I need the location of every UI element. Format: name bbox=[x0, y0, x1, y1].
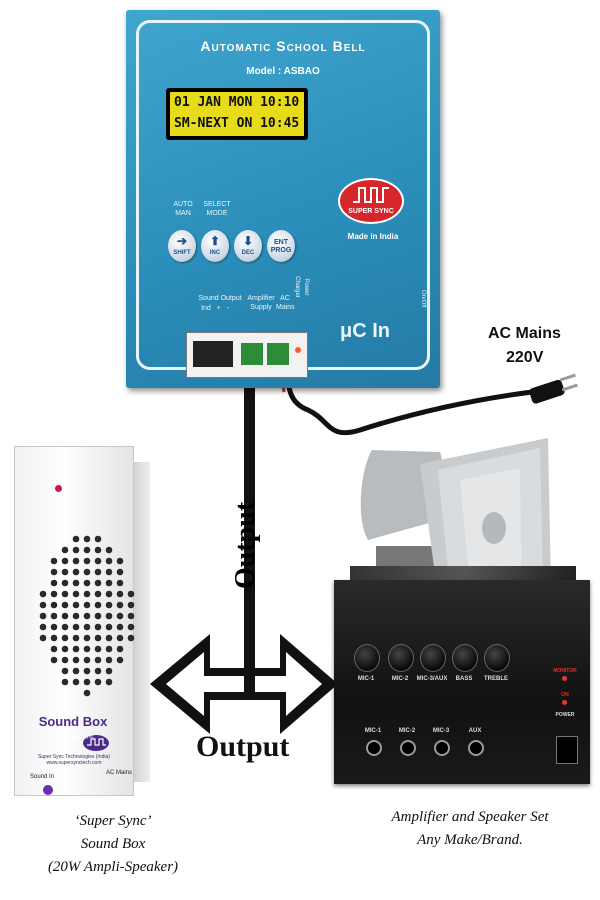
sound-box-logo-text: Super Sync bbox=[68, 734, 94, 740]
output-label-vertical: Output bbox=[230, 501, 261, 589]
monitor-led bbox=[562, 676, 567, 681]
jack-label-mic-1: MIC-1 bbox=[364, 728, 382, 734]
amplifier-supply-label: Amplifier Supply bbox=[247, 295, 275, 311]
jack-label-mic-3: MIC-3 bbox=[432, 728, 450, 734]
sound-in-label: Sound In bbox=[30, 774, 55, 780]
knob-mic-2[interactable] bbox=[388, 644, 414, 672]
brand-mark: μC In bbox=[340, 320, 391, 342]
school-bell-controller: Automatic School Bell Model : ASBAO 01 J… bbox=[126, 10, 440, 388]
on-off-label: On/Off bbox=[420, 290, 426, 308]
arrow-down-icon: ⬇ bbox=[242, 234, 254, 248]
knob-label-mic-1: MIC-1 bbox=[357, 676, 375, 682]
on-led bbox=[562, 700, 567, 705]
ac-mains-line-2: 220V bbox=[506, 349, 544, 366]
amplifier-supply-terminal[interactable] bbox=[241, 343, 263, 365]
sound-box-led bbox=[55, 485, 62, 492]
amplifier-top bbox=[350, 566, 576, 582]
made-in-india: Made in India bbox=[347, 232, 399, 241]
lcd-line-2: SM-NEXT ON 10:45 bbox=[174, 116, 300, 131]
jack-aux[interactable] bbox=[468, 740, 484, 756]
on-label: ON bbox=[561, 692, 569, 698]
select-mode-label: SELECT MODE bbox=[203, 201, 231, 217]
ac-mains-cable bbox=[285, 357, 535, 436]
inc-button[interactable]: ⬆ INC bbox=[201, 230, 229, 262]
ac-mains-port-label: AC Mains bbox=[276, 295, 295, 311]
speaker-grille-icon bbox=[39, 535, 135, 697]
controller-model: Model : ASBAO bbox=[246, 66, 320, 77]
knob-mic-1[interactable] bbox=[354, 644, 380, 672]
knob-treble[interactable] bbox=[484, 644, 510, 672]
power-label: POWER bbox=[555, 712, 575, 718]
lcd-display: 01 JAN MON 10:10 SM-NEXT ON 10:45 bbox=[166, 88, 308, 140]
enter-prog-icon: ENT PROG bbox=[270, 239, 292, 254]
knob-bass[interactable] bbox=[452, 644, 478, 672]
sound-box-side bbox=[132, 462, 150, 782]
ac-mains-line-1: AC Mains bbox=[488, 325, 561, 342]
pulse-logo-icon bbox=[353, 187, 389, 203]
jack-mic-2[interactable] bbox=[400, 740, 416, 756]
sound-output-sub-label: Ind + - bbox=[201, 305, 229, 312]
knob-mic-3-aux[interactable] bbox=[420, 644, 446, 672]
terminal-block bbox=[186, 332, 308, 378]
sound-box-maker: Super Sync Technologies (India) www.supe… bbox=[38, 754, 110, 766]
amplifier-caption: Amplifier and Speaker Set Any Make/Brand… bbox=[391, 809, 549, 848]
output-label-horizontal: Output bbox=[196, 730, 290, 763]
ac-mains-label: AC Mains 220V bbox=[488, 322, 600, 370]
controller-title: Automatic School Bell bbox=[200, 38, 366, 54]
dec-button[interactable]: ⬇ DEC bbox=[234, 230, 262, 262]
knob-label-mic-3-aux: MIC-3/AUX bbox=[416, 676, 448, 682]
amplifier: MIC-1 MIC-2 MIC-3/AUX BASS TREBLE MIC-1 … bbox=[334, 580, 590, 784]
knob-label-treble: TREBLE bbox=[484, 676, 508, 682]
super-sync-logo: SUPER SYNC bbox=[338, 178, 404, 224]
arrow-right-icon: ➔ bbox=[176, 234, 188, 248]
ac-plug-icon bbox=[529, 373, 578, 404]
power-switch[interactable] bbox=[556, 736, 578, 764]
sound-output-label: Sound Output bbox=[198, 295, 242, 302]
ent-prog-button[interactable]: ENT PROG bbox=[267, 230, 295, 262]
arrow-up-icon: ⬆ bbox=[209, 234, 221, 248]
sound-box-logo bbox=[83, 735, 109, 751]
knob-label-mic-2: MIC-2 bbox=[391, 676, 409, 682]
sound-box-ac-mains-label: AC Mains bbox=[105, 770, 132, 776]
jack-mic-3[interactable] bbox=[434, 740, 450, 756]
logo-text: SUPER SYNC bbox=[348, 208, 394, 215]
lcd-line-1: 01 JAN MON 10:10 bbox=[174, 95, 300, 110]
auto-man-label: AUTO MAN bbox=[173, 201, 193, 217]
ac-mains-terminal[interactable] bbox=[267, 343, 289, 365]
sound-box-title: Sound Box bbox=[38, 714, 108, 729]
output-wire-vertical bbox=[244, 360, 255, 680]
shift-button[interactable]: ➔ SHIFT bbox=[168, 230, 196, 262]
power-label: Power Charger bbox=[294, 276, 309, 298]
sound-box bbox=[14, 446, 135, 796]
monitor-label: MONITOR bbox=[553, 668, 577, 674]
sound-in-jack[interactable] bbox=[43, 785, 53, 795]
jack-label-mic-2: MIC-2 bbox=[398, 728, 416, 734]
jack-label-aux: AUX bbox=[468, 728, 482, 734]
sound-box-caption: ‘Super Sync’ Sound Box (20W Ampli-Speake… bbox=[47, 813, 179, 875]
knob-label-bass: BASS bbox=[455, 676, 473, 682]
jack-mic-1[interactable] bbox=[366, 740, 382, 756]
power-led bbox=[295, 347, 301, 353]
sound-output-connector[interactable] bbox=[193, 341, 233, 367]
